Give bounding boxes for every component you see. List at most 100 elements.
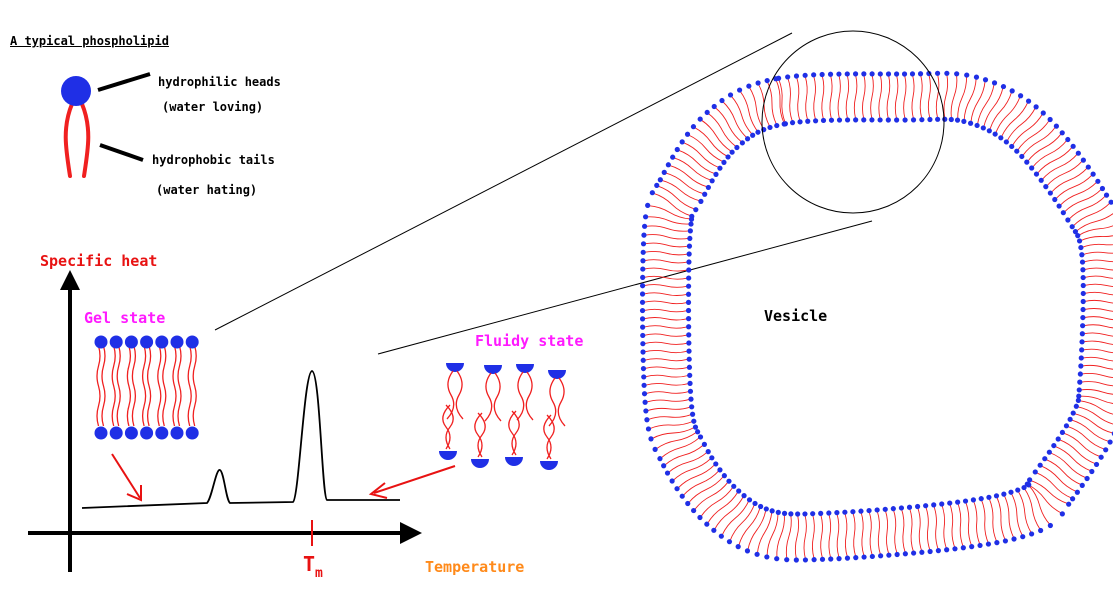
gel-lipid-head-bottom <box>185 426 199 440</box>
vesicle-head-outer <box>1040 110 1046 116</box>
vesicle-head-outer <box>954 71 960 77</box>
vesicle-head-inner <box>992 131 998 137</box>
gel-lipid-tail <box>126 345 132 427</box>
vesicle-lipid-tail <box>714 106 743 143</box>
vesicle-head-outer <box>718 533 724 539</box>
vesicle-lipid-tail <box>852 512 857 557</box>
vesicle-head-inner <box>1079 339 1085 345</box>
vesicle-head-outer <box>861 554 867 560</box>
vesicle-head-inner <box>685 283 692 289</box>
vesicle-lipid-tail <box>1082 340 1113 345</box>
vesicle-lipid-tail <box>837 74 841 120</box>
vesicle-head-outer <box>697 116 703 122</box>
vesicle-head-inner <box>746 497 753 503</box>
vesicle-head-outer <box>639 299 646 305</box>
vesicle-lipid-tail <box>1080 389 1113 395</box>
vesicle-head-outer <box>1074 489 1080 495</box>
vesicle-lipid-tail <box>943 74 949 119</box>
vesicle-lipid-tail <box>643 308 688 313</box>
vesicle-head-inner <box>935 116 941 122</box>
vesicle-head-inner <box>931 502 937 508</box>
vesicle-head-inner <box>955 499 961 505</box>
gel-lipid-head-bottom <box>124 426 138 440</box>
vesicle-head-inner <box>970 497 977 503</box>
vesicle-head-inner <box>717 165 723 171</box>
vesicle-lipid-tail <box>1046 160 1083 187</box>
vesicle-head-inner <box>1079 347 1085 353</box>
vesicle-head-inner <box>695 429 701 435</box>
vesicle-lipid-tail <box>1035 472 1072 499</box>
vesicle-lipid-tail <box>1055 174 1093 200</box>
vesicle-head-outer <box>784 557 790 563</box>
vesicle-head-outer <box>1089 468 1095 475</box>
vesicle-head-outer <box>1075 150 1081 156</box>
vesicle-head-inner <box>877 117 883 123</box>
vesicle-head-inner <box>986 128 992 134</box>
vesicle-head-outer <box>1070 496 1076 502</box>
fluid-lipid-head-top <box>446 363 464 372</box>
x-axis-label: Temperature <box>425 558 525 576</box>
vesicle-lipid-tail <box>1063 432 1101 458</box>
vesicle-head-outer <box>711 103 717 110</box>
vesicle-lipid-tail <box>1041 153 1078 181</box>
vesicle-head-inner <box>688 221 694 227</box>
gel-lipid-head-top <box>109 335 123 349</box>
vesicle-head-outer <box>1108 199 1113 205</box>
vesicle-head-outer <box>985 541 992 547</box>
gel-arrow-head <box>126 485 142 502</box>
vesicle-lipid-tail <box>911 74 915 120</box>
vesicle-head-inner <box>686 324 692 330</box>
vesicle-lipid-tail <box>643 284 688 288</box>
fluid-lipid-head-bottom <box>540 461 558 470</box>
vesicle-lipid-tail <box>1080 381 1113 387</box>
vesicle-lipid-tail <box>693 126 728 157</box>
vesicle-head-inner <box>775 509 781 515</box>
vesicle-head-inner <box>998 135 1004 141</box>
vesicle-lipid-tail <box>1083 332 1113 337</box>
vesicle-head-inner <box>691 418 697 424</box>
vesicle-head-outer <box>811 557 817 563</box>
vesicle-lipid-tail <box>655 431 697 450</box>
vesicle-lipid-tail <box>949 503 956 548</box>
vesicle-lipid-tail <box>644 374 689 378</box>
vesicle-head-inner <box>842 509 848 515</box>
vesicle-lipid-tail <box>738 507 761 546</box>
vesicle-head-outer <box>645 202 651 208</box>
vesicle-head-outer <box>719 97 725 104</box>
vesicle-head-inner <box>687 235 693 242</box>
gel-lipid-tail <box>157 345 162 427</box>
vesicle-lipid-tail <box>707 491 739 524</box>
vesicle-lipid-tail <box>1074 413 1113 434</box>
legend-tail-left <box>63 102 74 178</box>
vesicle-head-outer <box>886 552 892 558</box>
vesicle-head-outer <box>869 71 875 77</box>
x-axis-arrowhead <box>400 522 422 544</box>
fluid-state-label: Fluidy state <box>475 332 584 350</box>
vesicle-head-outer <box>640 341 646 347</box>
vesicle-lipid-tail <box>862 74 866 119</box>
vesicle-head-inner <box>923 503 929 509</box>
vesicle-head-outer <box>1002 538 1009 544</box>
vesicle-head-inner <box>686 259 692 265</box>
vesicle-head-inner <box>689 404 695 410</box>
legend-pointer-tail <box>99 143 144 162</box>
vesicle-head-outer <box>641 232 647 238</box>
vesicle-head-inner <box>812 118 819 124</box>
vesicle-head-inner <box>828 117 835 123</box>
vesicle-head-outer <box>785 74 791 80</box>
vesicle-lipid-tail <box>1083 308 1113 312</box>
vesicle-lipid-tail <box>660 437 700 459</box>
zoom-line-lower <box>377 220 873 355</box>
vesicle-head-inner <box>686 348 692 354</box>
hydrophilic-heads-label: hydrophilic heads <box>158 75 281 89</box>
vesicle-lipid-tail <box>1082 251 1113 256</box>
vesicle-head-outer <box>1084 475 1090 482</box>
vesicle-head-inner <box>947 500 953 506</box>
vesicle-lipid-tail <box>682 142 720 169</box>
vesicle-head-inner <box>1059 429 1066 436</box>
vesicle-head-outer <box>1011 536 1017 542</box>
vesicle-head-outer <box>811 72 817 78</box>
vesicle-lipid-tail <box>804 76 809 121</box>
vesicle-head-inner <box>1069 224 1075 230</box>
